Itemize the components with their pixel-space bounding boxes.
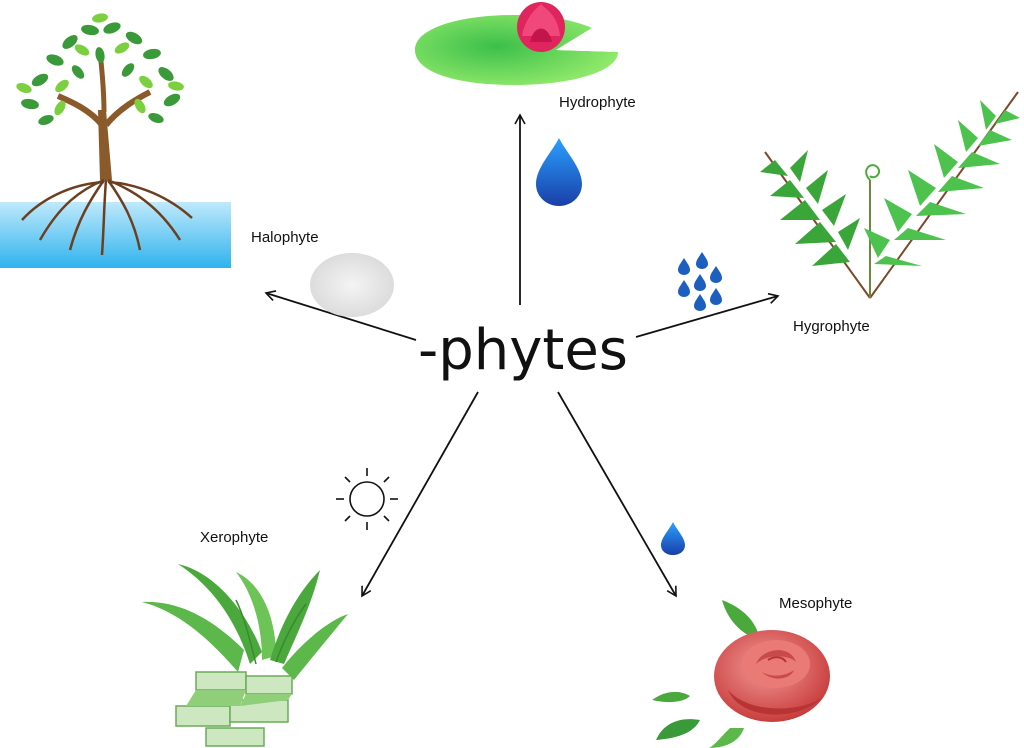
large-water-drop-icon (536, 138, 582, 206)
mangrove-tree-icon (0, 13, 231, 268)
arrow-to-hygrophyte (635, 292, 780, 338)
arrow-to-xerophyte (361, 391, 479, 598)
arrow-to-mesophyte (557, 391, 677, 598)
rain-drops-icon (678, 252, 722, 311)
fern-icon (760, 91, 1020, 299)
small-water-drop-icon (661, 522, 685, 555)
arrows (264, 113, 780, 598)
label-xerophyte: Xerophyte (200, 529, 269, 546)
arrow-to-halophyte (264, 290, 417, 341)
salt-crystal-icon (310, 253, 394, 317)
aloe-icon (142, 564, 348, 747)
label-mesophyte: Mesophyte (779, 595, 853, 612)
water-lily-icon (415, 2, 618, 85)
sun-icon (336, 468, 398, 530)
label-hydrophyte: Hydrophyte (559, 94, 636, 111)
label-hygrophyte: Hygrophyte (793, 318, 870, 335)
label-halophyte: Halophyte (251, 229, 319, 246)
center-term: -phytes (418, 318, 628, 383)
rose-icon (652, 600, 830, 748)
